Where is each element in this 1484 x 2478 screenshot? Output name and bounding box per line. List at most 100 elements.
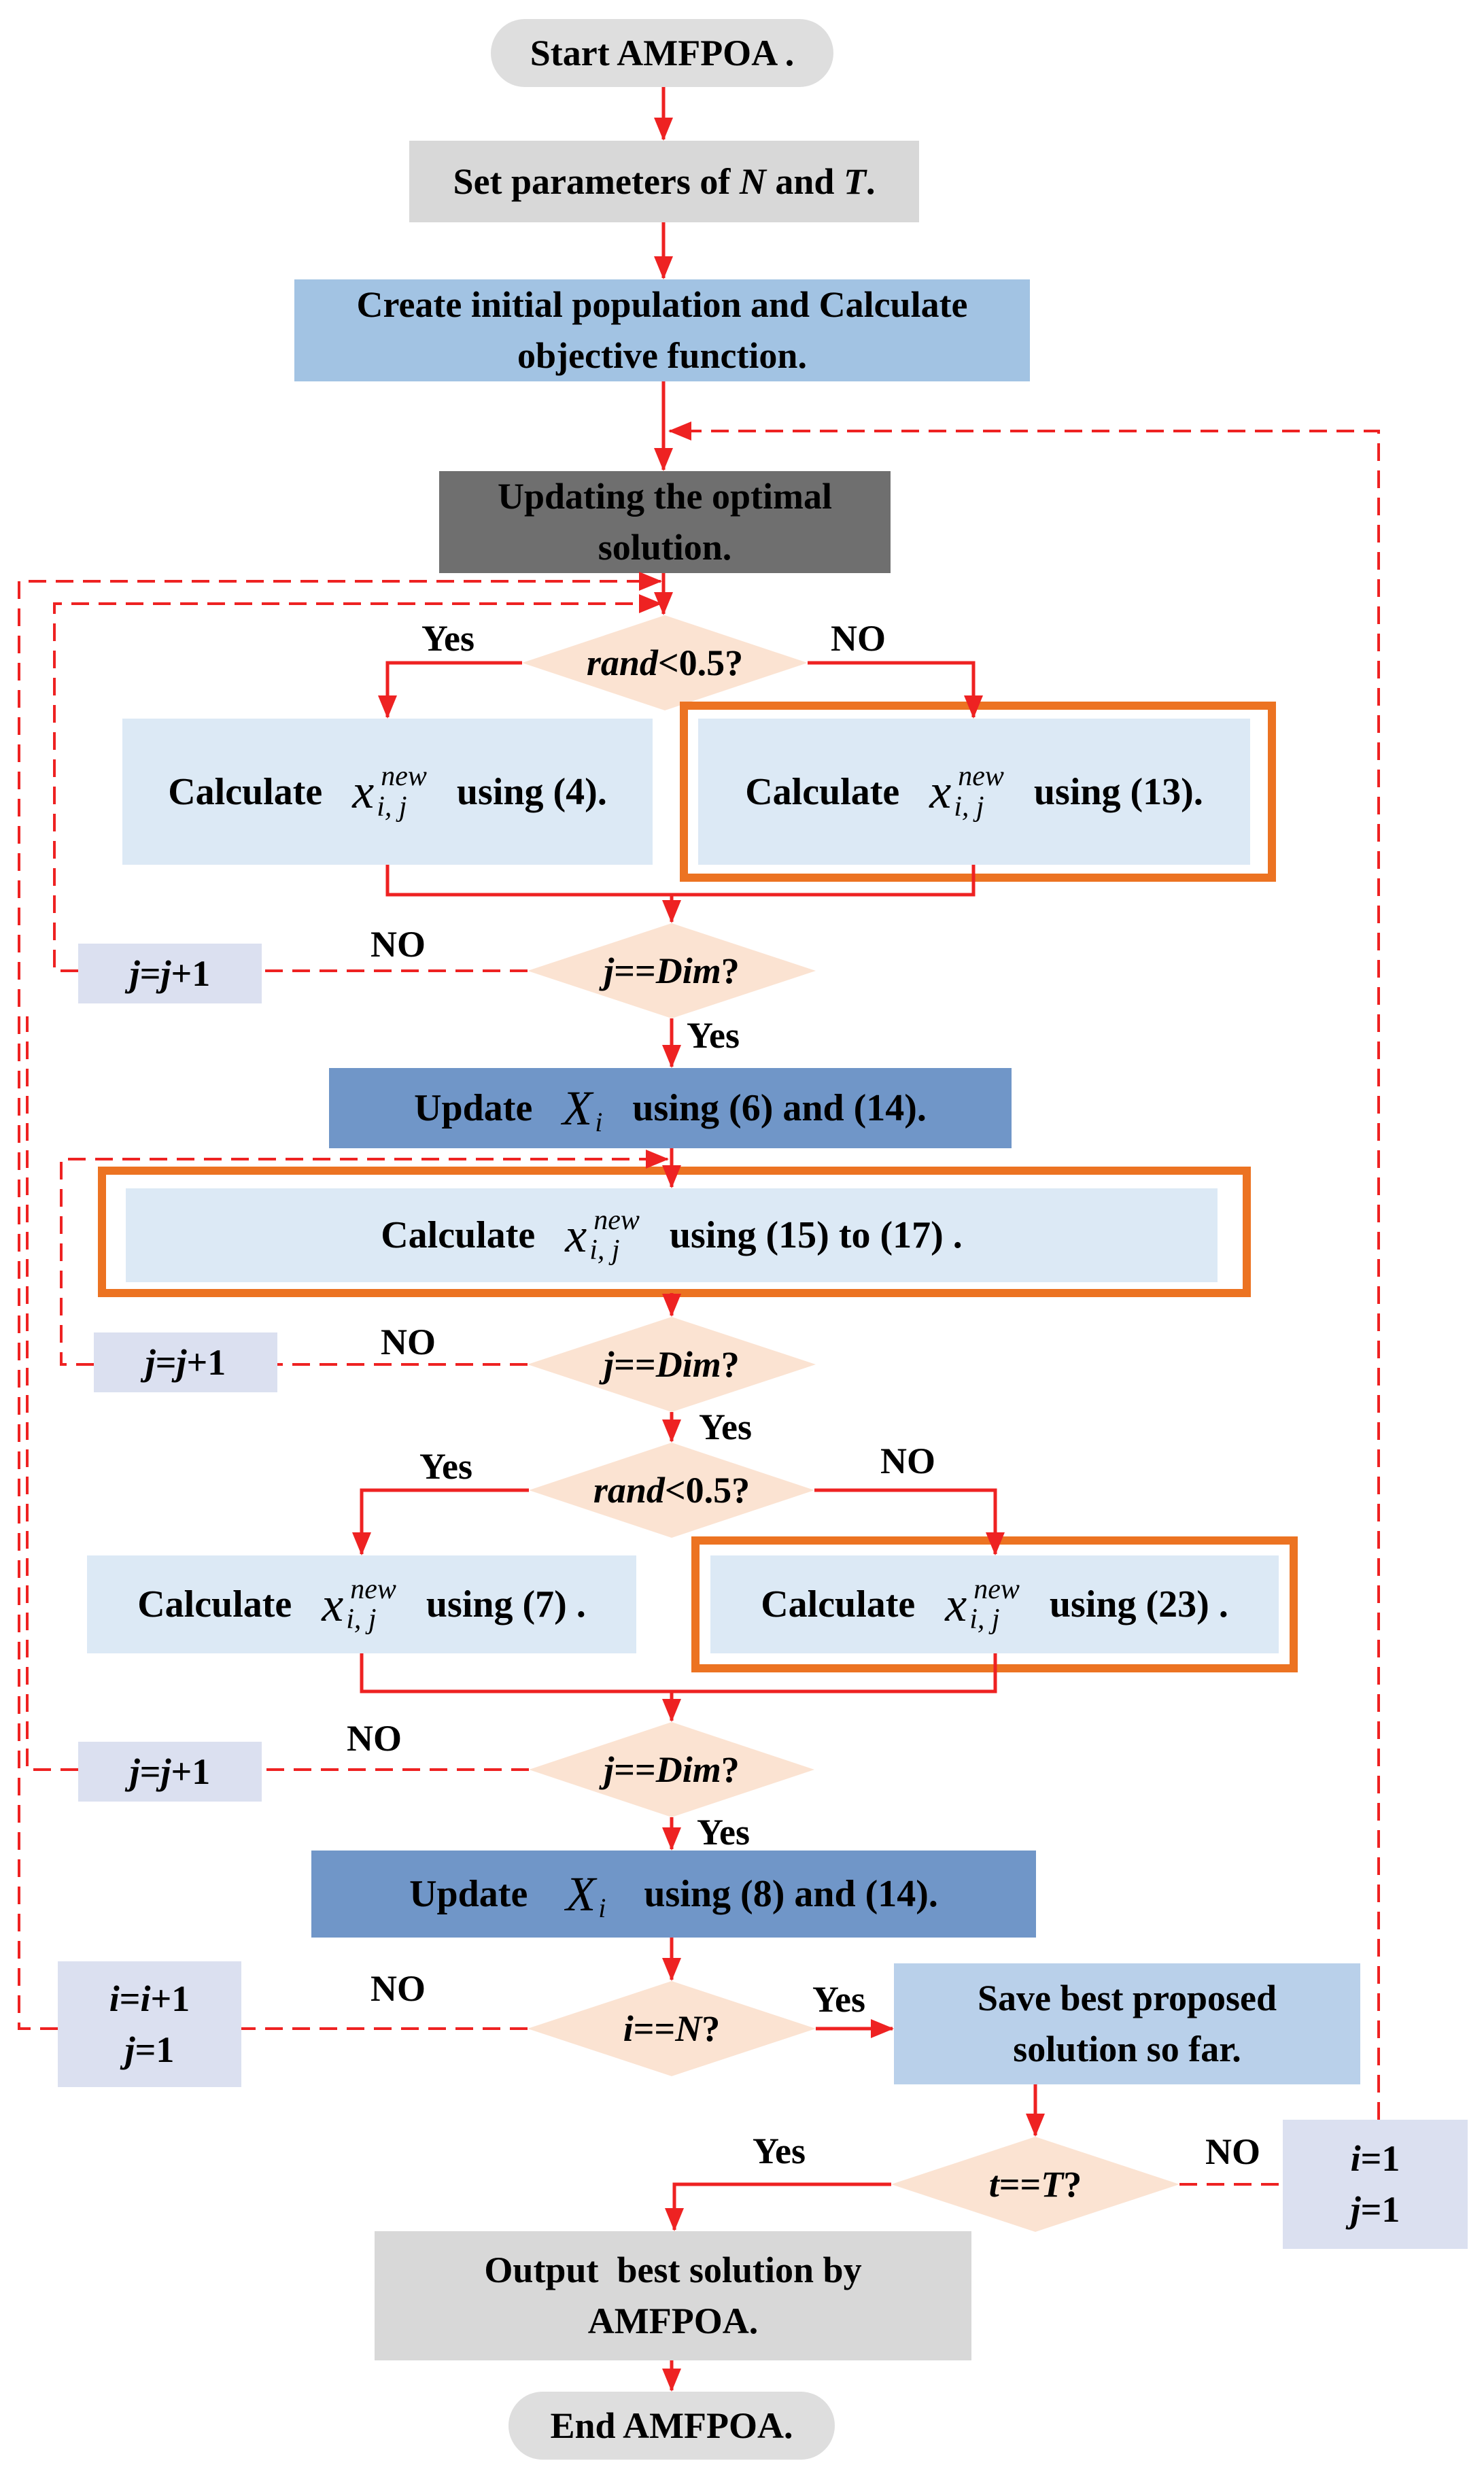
output-box-shape [375, 2231, 971, 2360]
dim3-var1: j [604, 1749, 615, 1790]
inc-i-box: i=i+1 j=1 [109, 1978, 190, 2070]
update-optimal-line2: solution. [598, 527, 732, 568]
end-terminal: End AMFPOA. [508, 2392, 835, 2460]
arrow-rand2-no [814, 1488, 1005, 1555]
end-terminal-shape [508, 2392, 835, 2460]
decision-rand1: rand<0.5? [522, 615, 808, 710]
update1-box-shape [329, 1068, 1012, 1148]
update1-text: using (6) and (14). [632, 1087, 927, 1129]
label-no-dim3: NO [347, 1718, 402, 1759]
decision-dim3-shape [529, 1722, 814, 1817]
calc23-text: using (23) . [1049, 1583, 1228, 1625]
params-box-shape [409, 141, 919, 222]
calc4-box-shape [122, 719, 653, 865]
inc-j3-box-shape [78, 1742, 262, 1802]
output-box: Output best solution by AMFPOA. [375, 2231, 971, 2360]
label-yes-dim1: Yes [687, 1015, 740, 1056]
calc13-text: using (13). [1033, 770, 1203, 813]
decision-in-shape [528, 1981, 816, 2076]
inc-j1-box: j=j+1 [129, 952, 211, 994]
inc-j2-box: j=j+1 [145, 1341, 226, 1383]
arrow-rand1-yes [378, 661, 522, 719]
decision-dim2-shape [528, 1317, 816, 1412]
rand1-rest: <0.5? [657, 642, 744, 683]
calc4-word: Calculate [168, 770, 323, 813]
label-no-rand2: NO [880, 1441, 935, 1481]
arrow-rand2-yes [352, 1488, 529, 1555]
params-box: Set parameters of N and T. [409, 141, 919, 222]
arrow-t-output [665, 2182, 891, 2231]
start-terminal-shape [491, 19, 833, 87]
t-q: ? [1063, 2163, 1082, 2205]
loop-incj1-back [53, 594, 662, 972]
decision-rand1-shape [522, 615, 808, 710]
dim2-var2: Dim [655, 1343, 721, 1385]
calc4-text: using (4). [456, 770, 607, 813]
params-n: N [739, 160, 766, 202]
calc15-box-shape [126, 1188, 1218, 1282]
update2-word: Update [409, 1873, 528, 1915]
dim1-q: ? [721, 950, 740, 991]
calc15-text: using (15) to (17) . [669, 1214, 963, 1256]
decision-in: i==N? [528, 1981, 816, 2076]
calc7-box-shape [87, 1555, 636, 1653]
line-calc4-merge [385, 865, 976, 897]
init-line1: Create initial population and Calculate [356, 284, 968, 326]
start-label: Start AMFPOA . [530, 32, 795, 73]
calc7-text: using (7) . [426, 1583, 586, 1625]
decision-t: t==T? [891, 2137, 1179, 2232]
output-line1: Output best solution by [484, 2250, 862, 2291]
dim3-op: == [614, 1749, 656, 1790]
start-terminal: Start AMFPOA . [491, 19, 833, 87]
params-pre: Set parameters of [453, 160, 740, 202]
dim2-var1: j [604, 1343, 615, 1385]
update-optimal-box-shape [439, 471, 891, 573]
save-box: Save best proposed solution so far. [894, 1963, 1360, 2084]
calc13-word: Calculate [745, 770, 900, 813]
calc7-word: Calculate [137, 1583, 292, 1625]
dim3-q: ? [721, 1749, 740, 1790]
calc15-word: Calculate [381, 1214, 536, 1256]
calc13-box-shape [698, 719, 1250, 865]
save-line2: solution so far. [1013, 2029, 1241, 2069]
update-optimal-line1: Updating the optimal [497, 476, 833, 517]
label-yes-in: Yes [812, 1979, 865, 2020]
t-var2: T [1041, 2163, 1064, 2205]
in-var1: i [623, 2008, 634, 2049]
inc-j1-box-shape [78, 944, 262, 1003]
loop-inci-back [18, 572, 662, 2030]
reset-ij-box: i=1 j=1 [1350, 2138, 1400, 2230]
dim1-op: == [614, 950, 656, 991]
decision-dim1: j==Dim? [528, 923, 816, 1018]
t-op: == [999, 2163, 1041, 2205]
label-yes-t: Yes [753, 2131, 806, 2171]
rand2-var: rand [593, 1469, 665, 1511]
init-line2: objective function. [517, 335, 807, 376]
update2-box-shape [311, 1851, 1036, 1938]
label-yes-rand2: Yes [419, 1446, 472, 1487]
calc23-word: Calculate [761, 1583, 916, 1625]
line-calc7-merge [360, 1653, 997, 1693]
end-label: End AMFPOA. [550, 2405, 793, 2446]
dim2-q: ? [721, 1343, 740, 1385]
decision-dim2: j==Dim? [528, 1317, 816, 1412]
save-box-shape [894, 1963, 1360, 2084]
init-box: Create initial population and Calculate … [294, 279, 1030, 381]
inc-j2-box-shape [94, 1332, 277, 1392]
label-no-t: NO [1205, 2131, 1260, 2172]
dim3-var2: Dim [655, 1749, 721, 1790]
loop-reset-back [668, 421, 1380, 2120]
save-line1: Save best proposed [977, 1978, 1277, 2019]
t-var1: t [988, 2163, 999, 2205]
